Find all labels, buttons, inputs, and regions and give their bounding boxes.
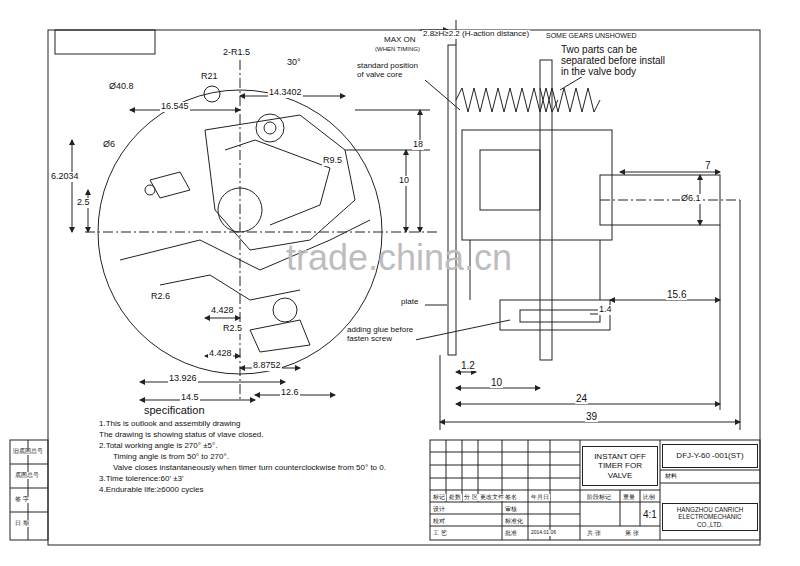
- dimension-label: 工 艺: [432, 530, 448, 537]
- dimension-label: 2014.01.06: [530, 530, 557, 536]
- note-text: standard position of valve core: [356, 62, 422, 80]
- dimension-label: 分 区: [463, 494, 479, 501]
- dimension-label: specification: [143, 404, 206, 416]
- dimension-label: 底图总号: [14, 472, 40, 479]
- watermark: trade.china.cn: [285, 238, 513, 278]
- dimension-label: 30°: [286, 58, 302, 68]
- dimension-label: 处数: [448, 494, 462, 501]
- dimension-label: 标记: [432, 494, 446, 501]
- dimension-label: 14.3402: [268, 88, 303, 98]
- cell-text: DFJ-Y-60 -001(ST): [676, 451, 743, 460]
- dimension-label: Ø40.8: [108, 82, 135, 92]
- dimension-label: 4.428: [210, 306, 235, 316]
- dimension-label: R2.5: [222, 324, 243, 334]
- title-block-cell: DFJ-Y-60 -001(ST): [662, 444, 758, 468]
- dimension-label: plate: [400, 298, 419, 307]
- dimension-label: 10: [490, 377, 503, 388]
- dimension-label: 材料: [664, 473, 678, 480]
- dimension-label: 旧底图总号: [12, 448, 44, 455]
- dimension-label: R2.6: [150, 292, 171, 302]
- dimension-label: R9.5: [322, 156, 343, 166]
- dimension-label: 2.Total working angle is 270° ±5°.: [98, 442, 218, 451]
- cell-text: HANGZHOU CANRICH ELECTROMECHANIC CO.,LTD…: [666, 506, 754, 528]
- dimension-label: 1.4: [598, 305, 613, 315]
- dimension-label: SOME GEARS UNSHOWED: [545, 32, 638, 40]
- dimension-label: (WHEN TIMING): [374, 46, 421, 53]
- dimension-label: 39: [585, 411, 598, 422]
- dimension-label: 1.2: [460, 360, 476, 371]
- dimension-label: 年月日: [530, 494, 550, 501]
- dimension-label: 2-R1.5: [222, 48, 251, 58]
- dimension-label: 16.545: [160, 102, 190, 112]
- dimension-label: Ø6: [102, 140, 116, 150]
- dimension-label: 15.6: [666, 289, 687, 300]
- dimension-label: Ø6.1: [680, 194, 702, 204]
- dimension-label: 重量: [622, 494, 636, 501]
- dimension-label: 24: [575, 393, 588, 404]
- dimension-label: Timing angle is from 50° to 270°.: [112, 453, 230, 462]
- dimension-label: 4.428: [208, 349, 233, 359]
- dimension-label: 13.926: [168, 374, 198, 384]
- dimension-label: 标准化: [504, 518, 524, 525]
- dimension-label: 日 期: [14, 520, 30, 527]
- dimension-label: 10: [398, 176, 410, 186]
- dimension-label: 1.This is outlook and assemblly drawing: [98, 420, 241, 429]
- dimension-label: 审核: [504, 506, 518, 513]
- title-block-cell: INSTANT OFF TIMER FOR VALVE: [582, 446, 658, 486]
- dimension-label: 签 字: [14, 496, 30, 503]
- dimension-label: 阶段标记: [586, 494, 612, 501]
- dimension-label: 18: [412, 140, 424, 150]
- dimension-label: 2.8≥H≥2.2 (H-action distance): [422, 30, 530, 39]
- dimension-label: 4.Endurable life:≥6000 cycles: [98, 486, 204, 495]
- dimension-label: 8.8752: [252, 361, 282, 371]
- dimension-label: 4:1: [642, 509, 658, 520]
- dimension-label: 6.2034: [50, 172, 80, 182]
- dimension-label: R21: [200, 72, 219, 82]
- dimension-label: MAX ON: [383, 36, 417, 45]
- dimension-label: 第 张: [624, 530, 640, 537]
- title-block-cell: HANGZHOU CANRICH ELECTROMECHANIC CO.,LTD…: [662, 503, 758, 531]
- dimension-label: 签名: [504, 494, 518, 501]
- dimension-label: 12.6: [280, 388, 300, 398]
- dimension-label: 校对: [432, 518, 446, 525]
- cell-text: INSTANT OFF TIMER FOR VALVE: [586, 452, 654, 480]
- dimension-label: 7: [704, 160, 712, 171]
- dimension-label: 批准: [504, 530, 518, 537]
- note-text: adding glue before fasten screw: [346, 326, 416, 344]
- note-text: Two parts can be separated before instal…: [560, 44, 666, 77]
- dimension-label: 共 张: [586, 530, 602, 537]
- dimension-label: The drawing is showing status of vlave c…: [98, 431, 265, 440]
- dimension-label: 2.5: [76, 198, 91, 208]
- dimension-label: 14.5: [180, 393, 200, 403]
- dimension-label: 设计: [432, 506, 446, 513]
- dimension-label: 比例: [642, 494, 656, 501]
- dimension-label: 3.Time tolerence:60' ±3': [98, 475, 185, 484]
- dimension-label: Valve closes instantaneously when timer …: [112, 464, 387, 473]
